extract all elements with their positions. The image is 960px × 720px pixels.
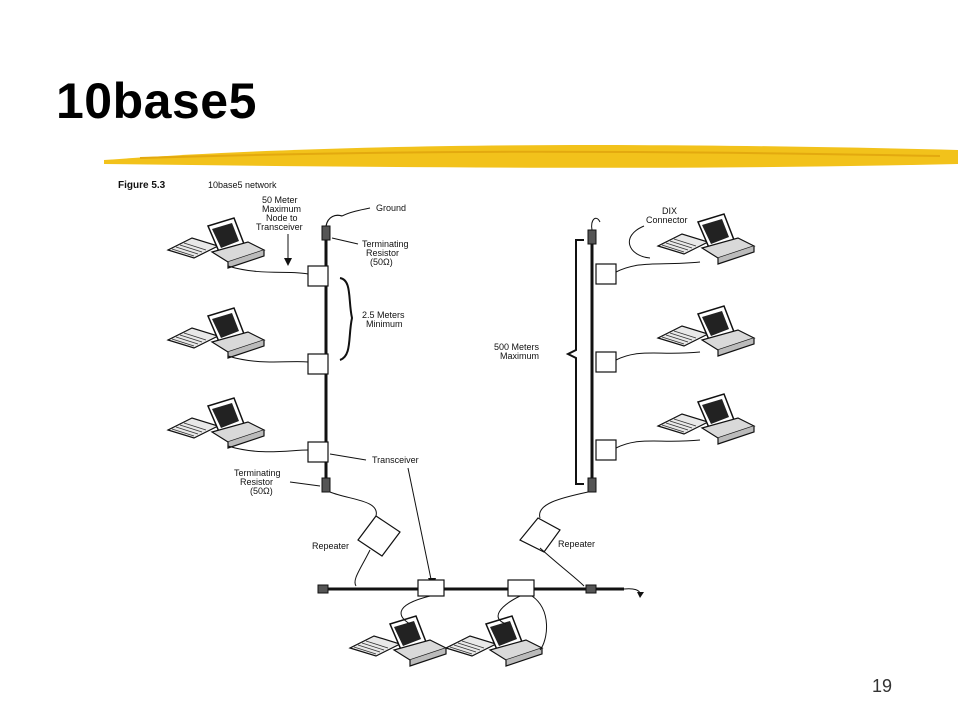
transceiver-label: Transceiver bbox=[372, 455, 419, 465]
segment-label-2: Maximum bbox=[500, 351, 539, 361]
term-top-label-2: Resistor bbox=[366, 248, 399, 258]
bottom-drop-cables bbox=[400, 595, 548, 651]
figure-caption-prefix: Figure 5.3 bbox=[118, 180, 166, 191]
right-pc-2 bbox=[657, 305, 755, 357]
left-transceivers bbox=[307, 265, 329, 463]
term-bot-label-3: (50Ω) bbox=[250, 486, 273, 496]
left-repeater bbox=[329, 491, 401, 587]
title-underline bbox=[104, 145, 958, 168]
max-node-label-3: Node to bbox=[266, 213, 298, 223]
bottom-backbone bbox=[317, 579, 644, 598]
ground-label: Ground bbox=[376, 203, 406, 213]
repeater-right-label: Repeater bbox=[558, 539, 595, 549]
term-bot-label-2: Resistor bbox=[240, 477, 273, 487]
ground-leader bbox=[341, 207, 371, 217]
spacing-label-1: 2.5 Meters bbox=[362, 310, 405, 320]
right-pc-3 bbox=[657, 393, 755, 445]
right-backbone bbox=[587, 217, 601, 493]
segment-label-1: 500 Meters bbox=[494, 342, 540, 352]
term-top-label-1: Terminating bbox=[362, 239, 409, 249]
spacing-label-2: Minimum bbox=[366, 319, 403, 329]
term-bot-leader bbox=[289, 481, 321, 487]
max-node-arrow-head bbox=[284, 258, 292, 266]
max-node-label-1: 50 Meter bbox=[262, 195, 298, 205]
left-pc-2 bbox=[167, 307, 265, 359]
dix-label-2: Connector bbox=[646, 215, 688, 225]
transceiver-leader-1 bbox=[329, 453, 367, 461]
left-pc-3 bbox=[167, 397, 265, 449]
segment-brace bbox=[565, 239, 584, 485]
left-drop-cables bbox=[227, 265, 309, 453]
dix-leader bbox=[628, 225, 651, 259]
bottom-pc-1 bbox=[349, 615, 447, 667]
right-transceivers bbox=[595, 263, 617, 461]
slide-title: 10base5 bbox=[56, 73, 257, 129]
right-drop-cables bbox=[615, 261, 701, 449]
left-pc-1 bbox=[167, 217, 265, 269]
page-number: 19 bbox=[872, 676, 893, 696]
max-node-label-4: Transceiver bbox=[256, 222, 303, 232]
spacing-brace bbox=[339, 277, 354, 361]
right-repeater bbox=[519, 491, 589, 587]
max-node-label-2: Maximum bbox=[262, 204, 301, 214]
repeater-left-label: Repeater bbox=[312, 541, 349, 551]
dix-label-1: DIX bbox=[662, 206, 677, 216]
figure-caption-title: 10base5 network bbox=[208, 180, 277, 190]
term-bot-label-1: Terminating bbox=[234, 468, 281, 478]
term-top-leader bbox=[331, 237, 359, 245]
bottom-pc-2 bbox=[445, 615, 543, 667]
term-top-label-3: (50Ω) bbox=[370, 257, 393, 267]
transceiver-leader-2 bbox=[407, 467, 433, 585]
